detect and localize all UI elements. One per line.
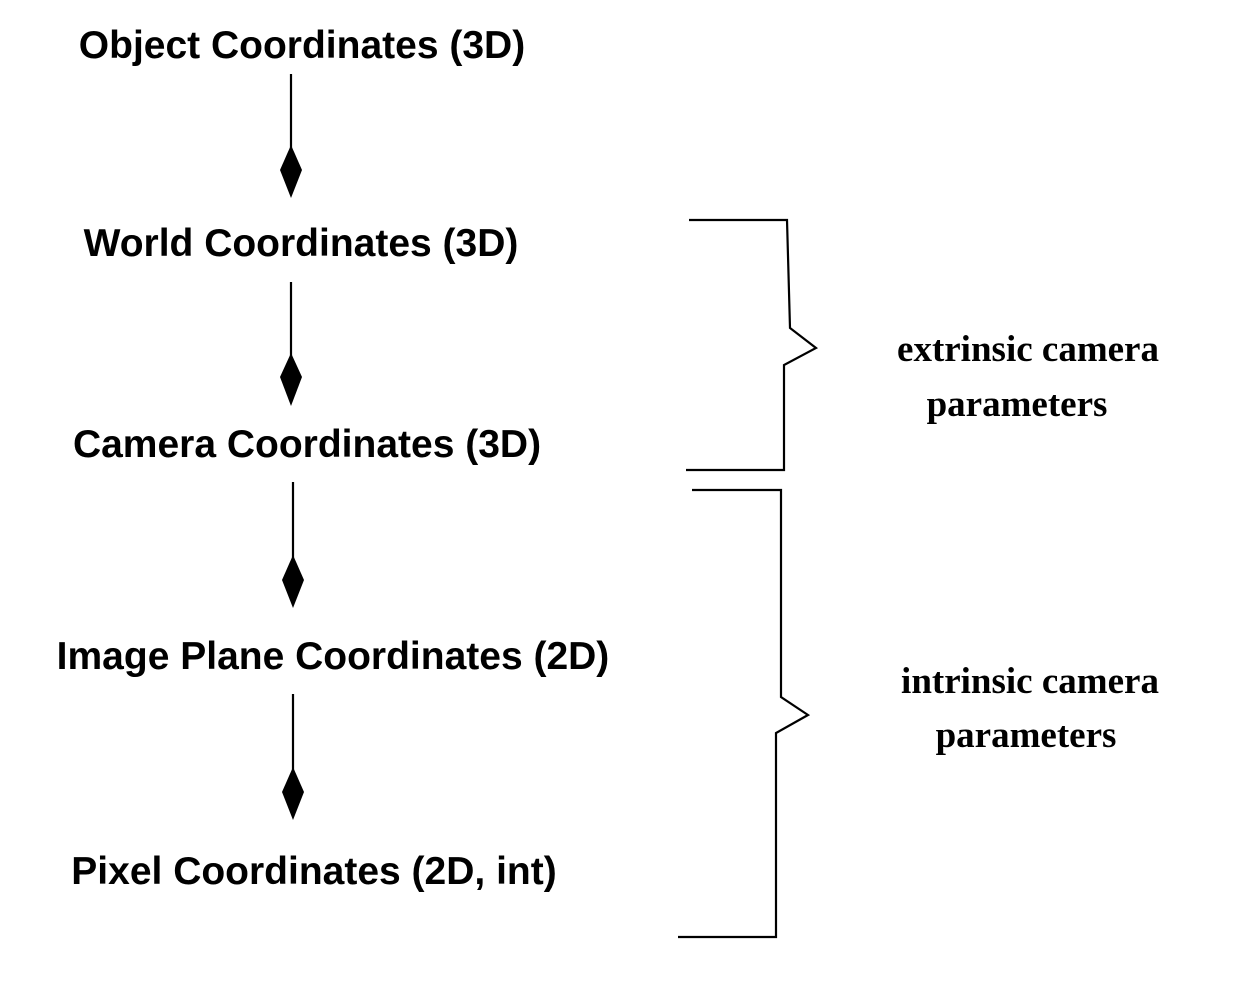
arrow-camera-to-image-plane bbox=[282, 482, 304, 608]
intrinsic-label-line-2: parameters bbox=[936, 715, 1117, 756]
arrow-image-plane-to-pixel bbox=[282, 694, 304, 820]
intrinsic-brace bbox=[678, 488, 811, 939]
arrow-object-to-world bbox=[280, 74, 302, 198]
extrinsic-label-line-1: extrinsic camera bbox=[897, 329, 1159, 370]
node-image-plane-coordinates: Image Plane Coordinates (2D) bbox=[57, 635, 610, 678]
arrowhead-icon bbox=[282, 767, 304, 820]
node-camera-coordinates: Camera Coordinates (3D) bbox=[73, 423, 541, 466]
node-world-coordinates: World Coordinates (3D) bbox=[84, 222, 519, 265]
arrowhead-icon bbox=[280, 353, 302, 406]
arrowhead-icon bbox=[280, 145, 302, 198]
intrinsic-label-line-1: intrinsic camera bbox=[901, 661, 1159, 702]
extrinsic-brace bbox=[686, 218, 819, 472]
arrow-world-to-camera bbox=[280, 282, 302, 406]
node-pixel-coordinates: Pixel Coordinates (2D, int) bbox=[71, 850, 556, 893]
extrinsic-label-line-2: parameters bbox=[927, 384, 1108, 425]
arrowhead-icon bbox=[282, 555, 304, 608]
node-object-coordinates: Object Coordinates (3D) bbox=[79, 24, 525, 67]
